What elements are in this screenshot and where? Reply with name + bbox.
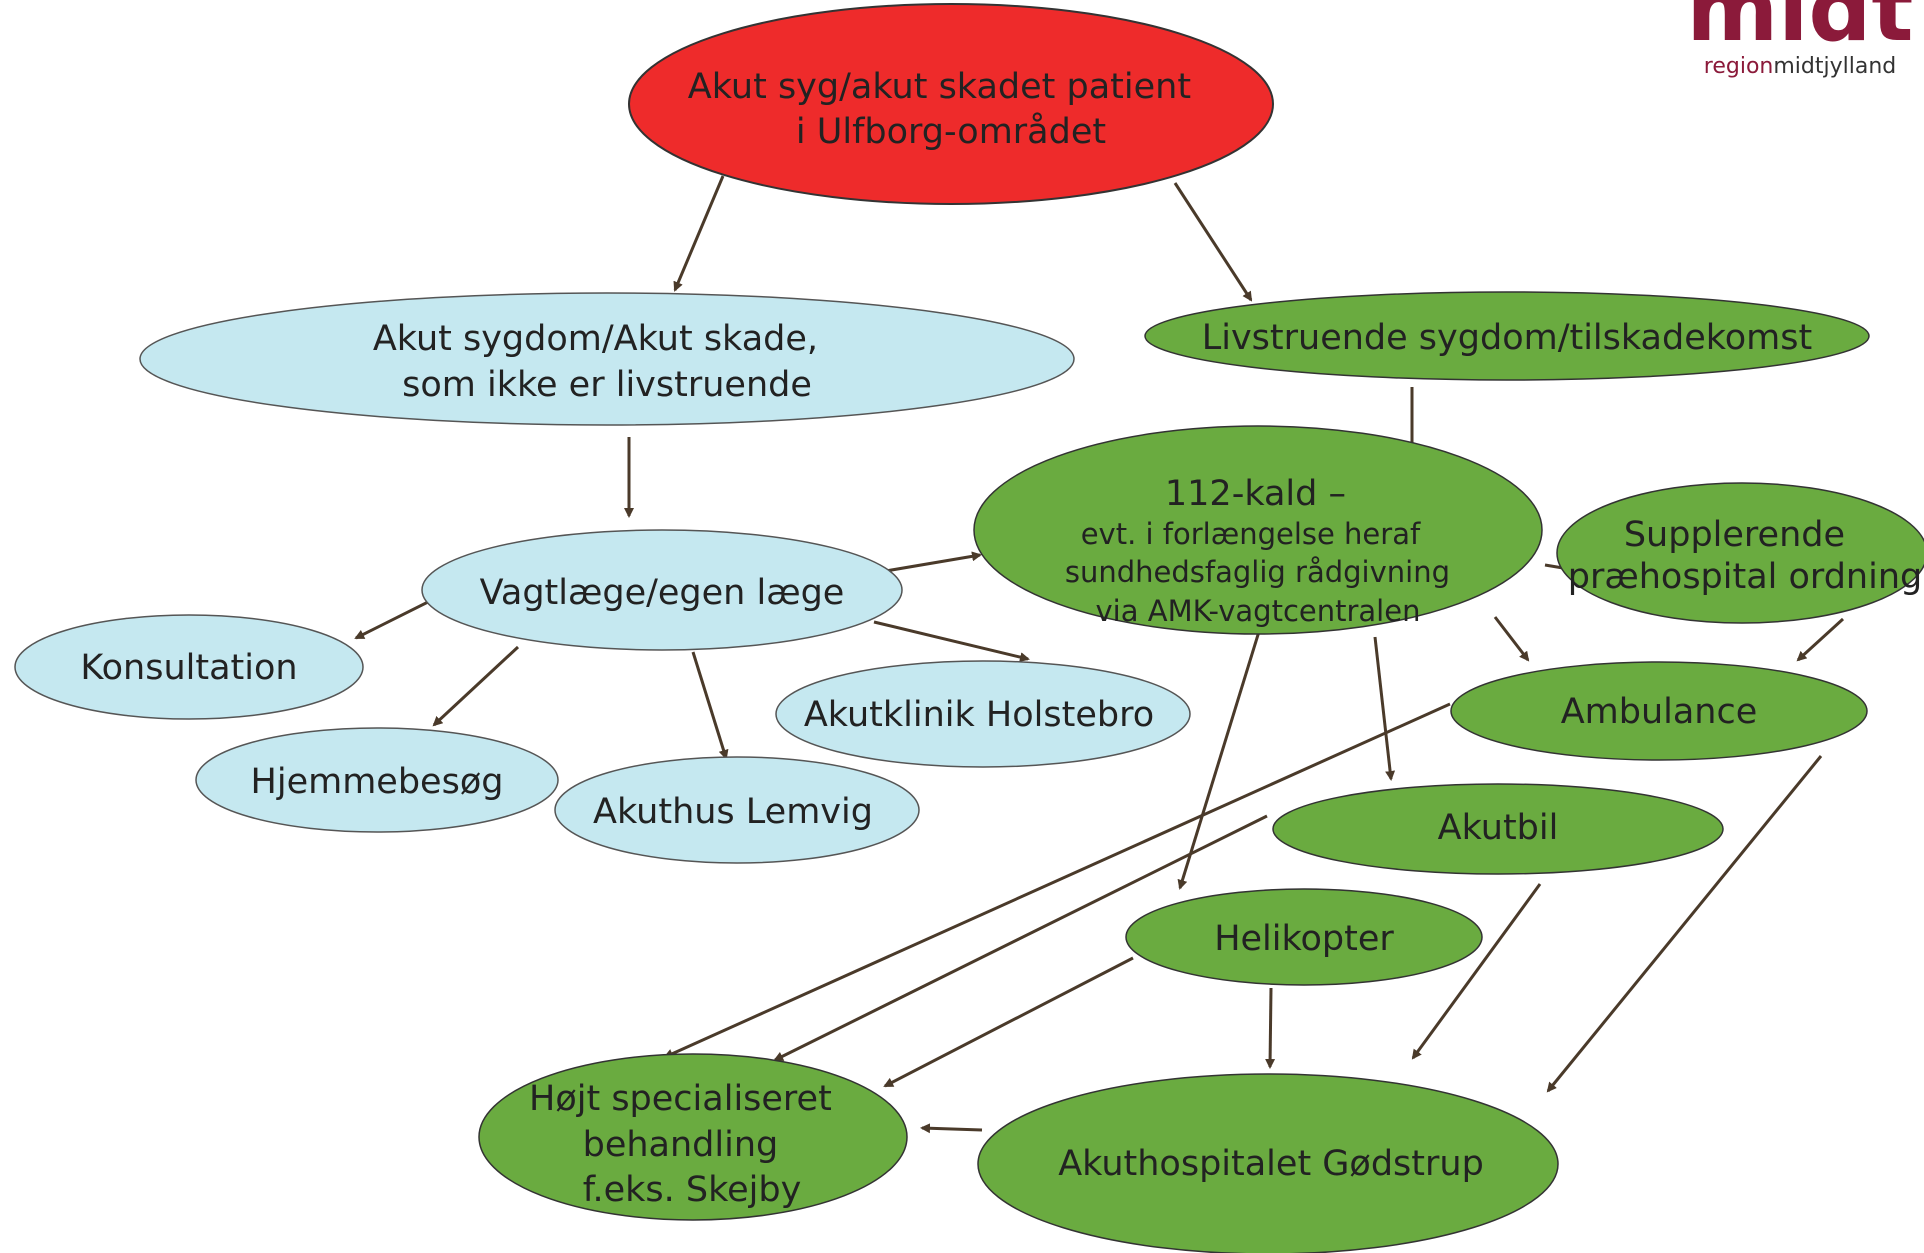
logo-tagline-midtjylland: midtjylland bbox=[1773, 54, 1896, 79]
arrow-112-to-ambulance bbox=[1493, 616, 1530, 662]
node-hjemmebesog-line-1: Hjemmebesøg bbox=[251, 762, 504, 802]
node-root-line-2: i Ulfborg-området bbox=[796, 111, 1106, 152]
node-hojt-specialiseret: Højt specialiseret behandling f.eks. Ske… bbox=[478, 1053, 908, 1221]
arrow-vagtlaege-to-akuthus bbox=[691, 651, 729, 760]
svg-text:Akuthospitalet Gødstrup: Akuthospitalet Gødstrup bbox=[1058, 1144, 1484, 1184]
node-helikopter: Helikopter bbox=[1125, 888, 1483, 986]
node-hojt-line-2: behandling bbox=[583, 1125, 779, 1165]
arrow-112-to-akutbil bbox=[1373, 636, 1396, 781]
node-ambulance-line-1: Ambulance bbox=[1561, 692, 1758, 732]
node-vagtlaege-line-1: Vagtlæge/egen læge bbox=[480, 573, 845, 613]
node-hjemmebesog-shape bbox=[195, 727, 559, 833]
svg-text:Højt specialiseret behan: Højt specialiseret behandling f.eks. Ske… bbox=[529, 1079, 843, 1210]
arrow-vagtlaege-to-hjemmebesog bbox=[432, 645, 520, 727]
node-akutbil-line-1: Akutbil bbox=[1438, 808, 1559, 848]
arrow-helikopter-to-godstrup bbox=[1265, 987, 1276, 1069]
node-hjemmebesog: Hjemmebesøg bbox=[195, 727, 559, 833]
node-akuthus-line-1: Akuthus Lemvig bbox=[593, 792, 873, 832]
node-112-line-1: 112-kald – bbox=[1165, 474, 1346, 514]
node-akutbil-shape bbox=[1272, 783, 1724, 875]
node-root-shape bbox=[628, 3, 1274, 205]
node-ambulance-shape bbox=[1450, 661, 1868, 761]
node-hojt-shape bbox=[478, 1053, 908, 1221]
node-non-life-line-1: Akut sygdom/Akut skade, bbox=[373, 319, 818, 359]
node-112-line-3: sundhedsfaglig rådgivning bbox=[1065, 555, 1450, 589]
node-ambulance: Ambulance bbox=[1450, 661, 1868, 761]
node-konsultation-shape bbox=[14, 614, 364, 720]
node-life-line-1: Livstruende sygdom/tilskadekomst bbox=[1202, 318, 1812, 358]
node-root: Akut syg/akut skadet patient i Ulfborg-o… bbox=[628, 3, 1274, 205]
node-helikopter-line-1: Helikopter bbox=[1214, 919, 1394, 959]
node-akuthospitalet-godstrup: Akuthospitalet Gødstrup bbox=[977, 1073, 1559, 1253]
node-akutklinik-holstebro: Akutklinik Holstebro bbox=[775, 660, 1191, 768]
arrow-root-to-nonlife bbox=[673, 175, 725, 292]
node-hojt-line-1: Højt specialiseret bbox=[529, 1079, 832, 1119]
node-life-shape bbox=[1144, 291, 1870, 381]
logo-word: midt bbox=[1687, 0, 1914, 61]
arrow-ambulance-to-godstrup bbox=[1546, 755, 1823, 1093]
arrow-akutbil-to-hojt bbox=[773, 814, 1268, 1062]
svg-text:Akuthus Lemvig: Akuthus Lemvig bbox=[593, 792, 873, 832]
node-akuthus-lemvig: Akuthus Lemvig bbox=[554, 756, 920, 864]
logo-tagline-region: region bbox=[1704, 54, 1774, 79]
node-akutklinik-shape bbox=[775, 660, 1191, 768]
node-non-life-line-2: som ikke er livstruende bbox=[402, 365, 812, 405]
arrow-akutbil-to-godstrup bbox=[1411, 883, 1542, 1060]
svg-text:Konsultation: Konsultation bbox=[80, 648, 297, 688]
node-godstrup-shape bbox=[977, 1073, 1559, 1253]
svg-text:Akutklinik Holstebro: Akutklinik Holstebro bbox=[804, 695, 1154, 735]
node-112-line-4: via AMK-vagtcentralen bbox=[1096, 594, 1421, 628]
node-hojt-line-3: f.eks. Skejby bbox=[583, 1170, 802, 1210]
region-midt-logo: midt regionmidtjylland bbox=[1687, 0, 1914, 79]
node-non-life-shape bbox=[139, 292, 1075, 426]
arrow-vagtlaege-to-akutklinik bbox=[873, 620, 1030, 662]
node-godstrup-line-1: Akuthospitalet Gødstrup bbox=[1058, 1144, 1484, 1184]
arrow-root-to-life bbox=[1173, 182, 1253, 302]
arrow-godstrup-to-hojt bbox=[920, 1123, 983, 1134]
svg-text:Livstruende sygdom/tilskadekom: Livstruende sygdom/tilskadekomst bbox=[1202, 318, 1812, 358]
arrow-supplerende-to-ambulance bbox=[1796, 617, 1845, 662]
node-112-call: 112-kald – evt. i forlængelse heraf sund… bbox=[973, 425, 1543, 635]
node-konsultation: Konsultation bbox=[14, 614, 364, 720]
arrow-helikopter-to-hojt bbox=[883, 956, 1134, 1088]
svg-text:Helikopter: Helikopter bbox=[1214, 919, 1394, 959]
node-112-shape bbox=[973, 425, 1543, 635]
node-supplerende-line-2: præhospital ordning bbox=[1568, 557, 1922, 597]
node-vagtlaege: Vagtlæge/egen læge bbox=[421, 529, 903, 651]
node-life-threatening: Livstruende sygdom/tilskadekomst bbox=[1144, 291, 1870, 381]
svg-text:Vagtlæge/egen læge: Vagtlæge/egen læge bbox=[480, 573, 845, 613]
node-helikopter-shape bbox=[1125, 888, 1483, 986]
node-supplerende-shape bbox=[1556, 482, 1924, 624]
svg-text:Akut sygdom/Akut skade,: Akut sygdom/Akut skade, som ikke er livs… bbox=[373, 319, 829, 405]
node-akutklinik-line-1: Akutklinik Holstebro bbox=[804, 695, 1154, 735]
node-akutbil: Akutbil bbox=[1272, 783, 1724, 875]
node-konsultation-line-1: Konsultation bbox=[80, 648, 297, 688]
svg-text:Akut syg/akut skadet patient: Akut syg/akut skadet patient i Ulfborg-o… bbox=[688, 67, 1202, 152]
node-non-life-threatening: Akut sygdom/Akut skade, som ikke er livs… bbox=[139, 292, 1075, 426]
svg-text:Supplerende præhospital: Supplerende præhospital ordning bbox=[1568, 515, 1922, 597]
svg-text:Akutbil: Akutbil bbox=[1438, 808, 1559, 848]
svg-text:Ambulance: Ambulance bbox=[1561, 692, 1758, 732]
svg-text:Hjemmebesøg: Hjemmebesøg bbox=[251, 762, 504, 802]
svg-text:112-kald – evt. i forlæn: 112-kald – evt. i forlængelse heraf sund… bbox=[1065, 474, 1455, 628]
node-supplerende-line-1: Supplerende bbox=[1624, 515, 1845, 555]
arrow-112-to-helikopter bbox=[1177, 611, 1267, 890]
node-vagtlaege-shape bbox=[421, 529, 903, 651]
arrow-ambulance-to-hojt bbox=[663, 702, 1451, 1059]
node-supplerende: Supplerende præhospital ordning bbox=[1556, 482, 1924, 624]
logo-tagline: regionmidtjylland bbox=[1704, 54, 1896, 79]
node-root-line-1: Akut syg/akut skadet patient bbox=[688, 67, 1191, 107]
node-akuthus-shape bbox=[554, 756, 920, 864]
node-112-line-2: evt. i forlængelse heraf bbox=[1081, 517, 1421, 551]
